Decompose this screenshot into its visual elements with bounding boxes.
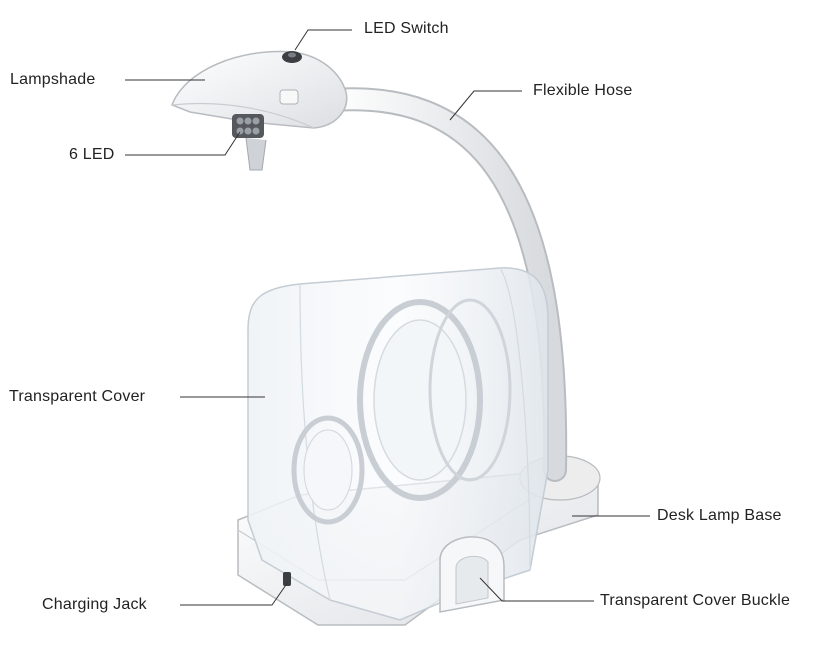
charging-jack-shape <box>283 572 291 586</box>
leader-lines <box>125 29 650 606</box>
label-desk-lamp-base: Desk Lamp Base <box>657 507 782 524</box>
label-charging-jack: Charging Jack <box>42 596 147 613</box>
leader-six-led <box>125 131 241 156</box>
led-switch-shape <box>282 51 302 63</box>
lampshade-shape <box>171 50 348 129</box>
label-lampshade: Lampshade <box>10 71 96 88</box>
leader-charging-jack <box>180 581 289 606</box>
label-flexible-hose: Flexible Hose <box>533 82 633 99</box>
label-six-led: 6 LED <box>69 146 115 163</box>
leader-transparent-cover-buckle <box>479 577 594 602</box>
label-transparent-cover: Transparent Cover <box>9 388 146 405</box>
label-transparent-cover-buckle: Transparent Cover Buckle <box>600 592 791 609</box>
transparent-cover-shape <box>247 267 549 621</box>
label-led-switch: LED Switch <box>364 20 449 37</box>
transparent-cover-buckle-shape <box>439 536 505 613</box>
six-led-shape <box>232 114 267 171</box>
leader-flexible-hose <box>449 90 522 121</box>
leader-led-switch <box>294 29 352 51</box>
flexible-hose-shape <box>318 87 568 482</box>
